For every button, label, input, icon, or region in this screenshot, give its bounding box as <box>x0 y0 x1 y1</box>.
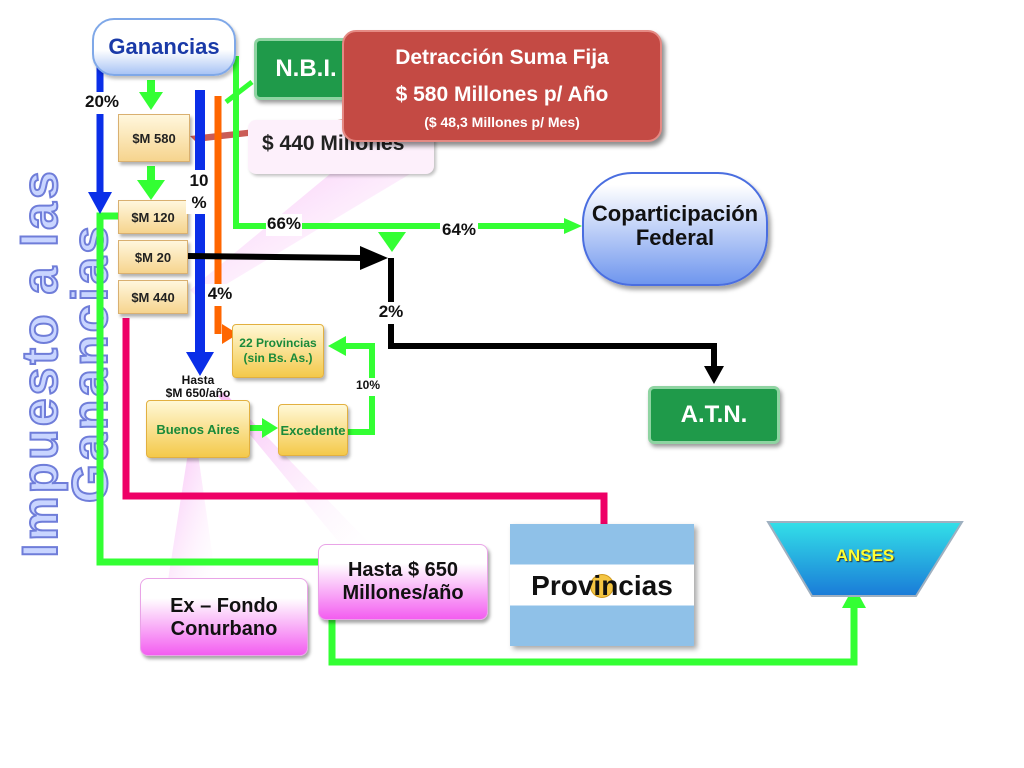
callout-line3: ($ 48,3 Millones p/ Mes) <box>424 114 580 130</box>
buenos-aires-node: Buenos Aires <box>146 400 250 458</box>
green-arrowhead-down <box>378 232 406 252</box>
coparticipacion-node: Coparticipación Federal <box>582 172 768 286</box>
scroll-m20-label: $M 20 <box>134 249 172 265</box>
green-line-120 <box>96 212 318 566</box>
pct-66: 66% <box>266 214 302 236</box>
pointer-fondo <box>168 440 216 580</box>
magenta-line <box>122 318 608 540</box>
blue-arrowhead-20 <box>88 192 112 214</box>
scroll-m440: $M 440 <box>118 280 188 314</box>
hasta650-box: Hasta $ 650 Millones/año <box>318 544 488 620</box>
fondo-line1: Ex – Fondo <box>170 595 278 617</box>
prov22-line2: (sin Bs. As.) <box>243 351 313 365</box>
green-arrow1-shaft <box>147 80 155 94</box>
anses-shape <box>766 521 964 597</box>
pct-20: 20% <box>84 92 120 114</box>
provincias-label: Provincias <box>531 570 673 601</box>
pct-4: 4% <box>205 284 235 306</box>
orange-arrowhead <box>222 324 238 344</box>
pointer-440 <box>190 174 410 300</box>
green-arrowhead-copart <box>564 218 582 234</box>
fondo-line2: Conurbano <box>170 618 278 640</box>
ganancias-node: Ganancias <box>92 18 236 76</box>
pct-10-sign: % <box>191 193 207 212</box>
atn-node: A.T.N. <box>648 386 780 444</box>
scroll-m580: $M 580 <box>118 114 190 162</box>
green-line-anses <box>328 606 858 666</box>
green-arrowhead1 <box>139 92 163 110</box>
scroll-m120-label: $M 120 <box>131 209 175 225</box>
pct-10: 10 % <box>186 170 212 214</box>
atn-label: A.T.N. <box>680 401 748 428</box>
green-arrow2-shaft <box>147 166 155 182</box>
pct-2: 2% <box>376 302 406 324</box>
hasta-label: Hasta $M 650/año <box>160 374 236 400</box>
callout-line1: Detracción Suma Fija <box>395 46 609 69</box>
fondo-conurbano-box: Ex – Fondo Conurbano <box>140 578 308 656</box>
hasta-line2: $M 650/año <box>165 386 231 400</box>
green-line-66 <box>233 56 392 229</box>
nbi-label: N.B.I. <box>275 55 337 82</box>
black-arrowhead-junction <box>360 246 388 270</box>
pct-10-number: 10 <box>189 171 209 190</box>
copart-line1: Coparticipación <box>591 201 759 226</box>
ganancias-label: Ganancias <box>108 34 220 59</box>
detraccion-callout: Detracción Suma Fija $ 580 Millones p/ A… <box>342 30 662 142</box>
black-line-20 <box>187 253 363 261</box>
callout-line2: $ 580 Millones p/ Año <box>395 83 609 106</box>
pct-10-bracket: 10% <box>352 378 384 396</box>
prov22-line1: 22 Provincias <box>239 336 317 350</box>
hasta-line1: Hasta <box>181 373 215 387</box>
flag-sun-icon <box>590 574 614 598</box>
scroll-m20: $M 20 <box>118 240 188 274</box>
buenos-aires-label: Buenos Aires <box>156 421 240 437</box>
green-line-nbi <box>224 80 254 104</box>
argentina-flag-image <box>510 524 694 646</box>
excedente-label: Excedente <box>280 422 346 438</box>
scroll-m440-label: $M 440 <box>131 289 175 305</box>
scroll-m580-label: $M 580 <box>132 130 176 146</box>
scroll-m120: $M 120 <box>118 200 188 234</box>
hasta650-line1: Hasta $ 650 <box>347 559 459 581</box>
green-arrowhead2 <box>137 180 165 200</box>
copart-line2: Federal <box>635 225 715 250</box>
provincias22-node: 22 Provincias (sin Bs. As.) <box>232 324 324 378</box>
hasta650-line2: Millones/año <box>342 582 464 604</box>
blue-arrowhead-10 <box>186 352 214 376</box>
pct-64: 64% <box>440 220 478 242</box>
nbi-node: N.B.I. <box>254 38 358 100</box>
green-arrowhead-prov22 <box>328 336 346 356</box>
black-arrowhead-atn <box>704 366 724 384</box>
anses-label: ANSES <box>835 546 895 565</box>
excedente-node: Excedente <box>278 404 348 456</box>
green-arrowhead-exc <box>262 418 278 438</box>
